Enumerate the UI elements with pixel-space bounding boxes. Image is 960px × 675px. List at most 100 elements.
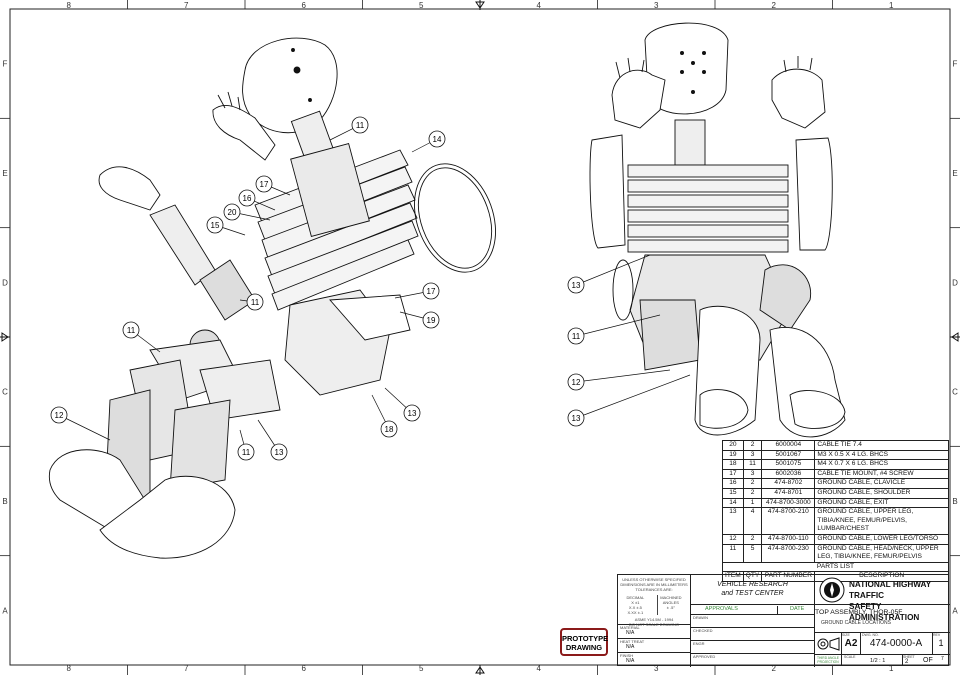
zone-row-label: A — [2, 606, 8, 615]
zone-column-label: 6 — [302, 1, 307, 10]
zone-row-label: B — [952, 497, 957, 506]
balloon-number: 13 — [408, 409, 417, 418]
qty-cell: 4 — [742, 507, 763, 535]
sheet-total: 7 — [941, 656, 944, 662]
drawing-subtitle: GROUND CABLE LOCATIONS — [821, 620, 891, 626]
zone-row-label: E — [952, 169, 957, 178]
item-cell: 12 — [722, 533, 744, 545]
balloon-number: 19 — [427, 316, 436, 325]
part-number-cell: 474-8700-3000 — [761, 497, 816, 509]
zone-column-label: 1 — [889, 664, 894, 673]
item-cell: 14 — [722, 497, 744, 509]
balloon-number: 14 — [433, 135, 442, 144]
size-label: SIZE — [842, 633, 850, 637]
zone-column-label: 5 — [419, 664, 424, 673]
angles-value: ± .5° — [666, 605, 675, 610]
balloon-number: 13 — [572, 414, 581, 423]
item-cell: 17 — [722, 468, 744, 480]
size-value: A2 — [844, 638, 858, 649]
projection-symbol-icon — [817, 637, 840, 651]
nhtsa-logo-icon — [819, 577, 845, 603]
zone-row-label: A — [952, 606, 958, 615]
balloon-number: 20 — [228, 208, 237, 217]
item-balloon — [270, 443, 288, 461]
zone-column-label: 2 — [772, 664, 777, 673]
balloon-number: 13 — [275, 448, 284, 457]
item-cell: 16 — [722, 478, 744, 489]
zone-column-label: 8 — [67, 664, 72, 673]
part-number-cell: 6000004 — [761, 440, 816, 451]
part-number-cell: 474-8700-230 — [761, 543, 816, 563]
item-balloon — [403, 404, 421, 422]
scale-label: SCALE — [844, 655, 856, 659]
qty-cell: 2 — [742, 440, 763, 451]
dwg-label: DWG. NO. — [862, 633, 879, 637]
date-header: DATE — [777, 606, 804, 614]
item-cell: 19 — [722, 449, 744, 461]
item-balloon — [351, 116, 369, 134]
org-line-2: and TEST CENTER — [721, 590, 784, 597]
zone-row-label: C — [2, 388, 8, 397]
zone-column-label: 3 — [654, 1, 659, 10]
item-balloon — [428, 130, 446, 148]
leader-line — [575, 369, 671, 383]
qty-cell: 2 — [742, 478, 763, 489]
zone-column-label: 7 — [184, 1, 189, 10]
heat-treat-value: N/A — [626, 644, 635, 650]
zone-row-label: E — [2, 169, 7, 178]
center-mark-right — [950, 332, 960, 342]
scale-value: 1/2 : 1 — [870, 658, 886, 664]
item-balloon — [567, 373, 585, 391]
qty-cell: 5 — [742, 543, 763, 563]
angles-label: ANGLES — [662, 600, 679, 605]
front-dummy-illustration — [589, 22, 846, 438]
center-mark-bottom — [475, 665, 485, 675]
zone-column-label: 5 — [419, 1, 424, 10]
finish-note: ASME Y14.5M - 1994 — [634, 617, 674, 622]
description-cell: GROUND CABLE, HEAD/NECK, UPPER LEG, TIBI… — [814, 543, 949, 563]
sheet-number: 2 — [905, 659, 909, 665]
item-balloon — [567, 276, 585, 294]
qty-cell: 2 — [742, 533, 763, 545]
description-cell: M4 X 0.7 X 6 LG. BHCS — [814, 459, 949, 470]
item-balloon — [422, 282, 440, 300]
machined-label: MACHINED — [660, 595, 682, 600]
approved-label: APPROVED — [691, 654, 815, 667]
balloon-number: 17 — [427, 287, 436, 296]
center-mark-top — [475, 0, 485, 10]
eng-label: ENGR — [691, 641, 815, 654]
header-item: ITEM — [722, 571, 744, 582]
part-number-cell: 474-8702 — [761, 478, 816, 489]
item-balloon — [50, 406, 68, 424]
item-balloon — [206, 216, 224, 234]
prototype-stamp: PROTOTYPE DRAWING — [560, 628, 608, 656]
sheet-of: OF — [923, 657, 933, 664]
zone-column-label: 7 — [184, 664, 189, 673]
item-balloon — [380, 420, 398, 438]
zone-row-label: D — [2, 278, 8, 287]
sheet-label: SHEET — [903, 655, 915, 659]
drawing-title: TOP ASSEMBLY, THOR-05F — [815, 609, 903, 616]
part-number-cell: 474-8700-210 — [761, 507, 816, 535]
rev-label: REV — [933, 633, 941, 637]
item-balloon — [122, 321, 140, 339]
balloon-number: 11 — [572, 332, 581, 341]
leader-line — [575, 254, 651, 286]
part-number-cell: 474-8700-110 — [761, 533, 816, 545]
tolerance-note: UNLESS OTHERWISE SPECIFIED DIMENSIONS AR… — [620, 577, 688, 592]
balloon-number: 12 — [55, 411, 64, 420]
zone-column-label: 1 — [889, 1, 894, 10]
no-scale-note: DO NOT SCALE DRAWING — [628, 622, 679, 627]
rev-value: 1 — [938, 638, 944, 648]
description-cell: GROUND CABLE, SHOULDER — [814, 487, 949, 499]
item-balloon — [237, 443, 255, 461]
org-line-1: VEHICLE RESEARCH — [717, 581, 788, 588]
description-cell: GROUND CABLE, EXIT — [814, 497, 949, 509]
